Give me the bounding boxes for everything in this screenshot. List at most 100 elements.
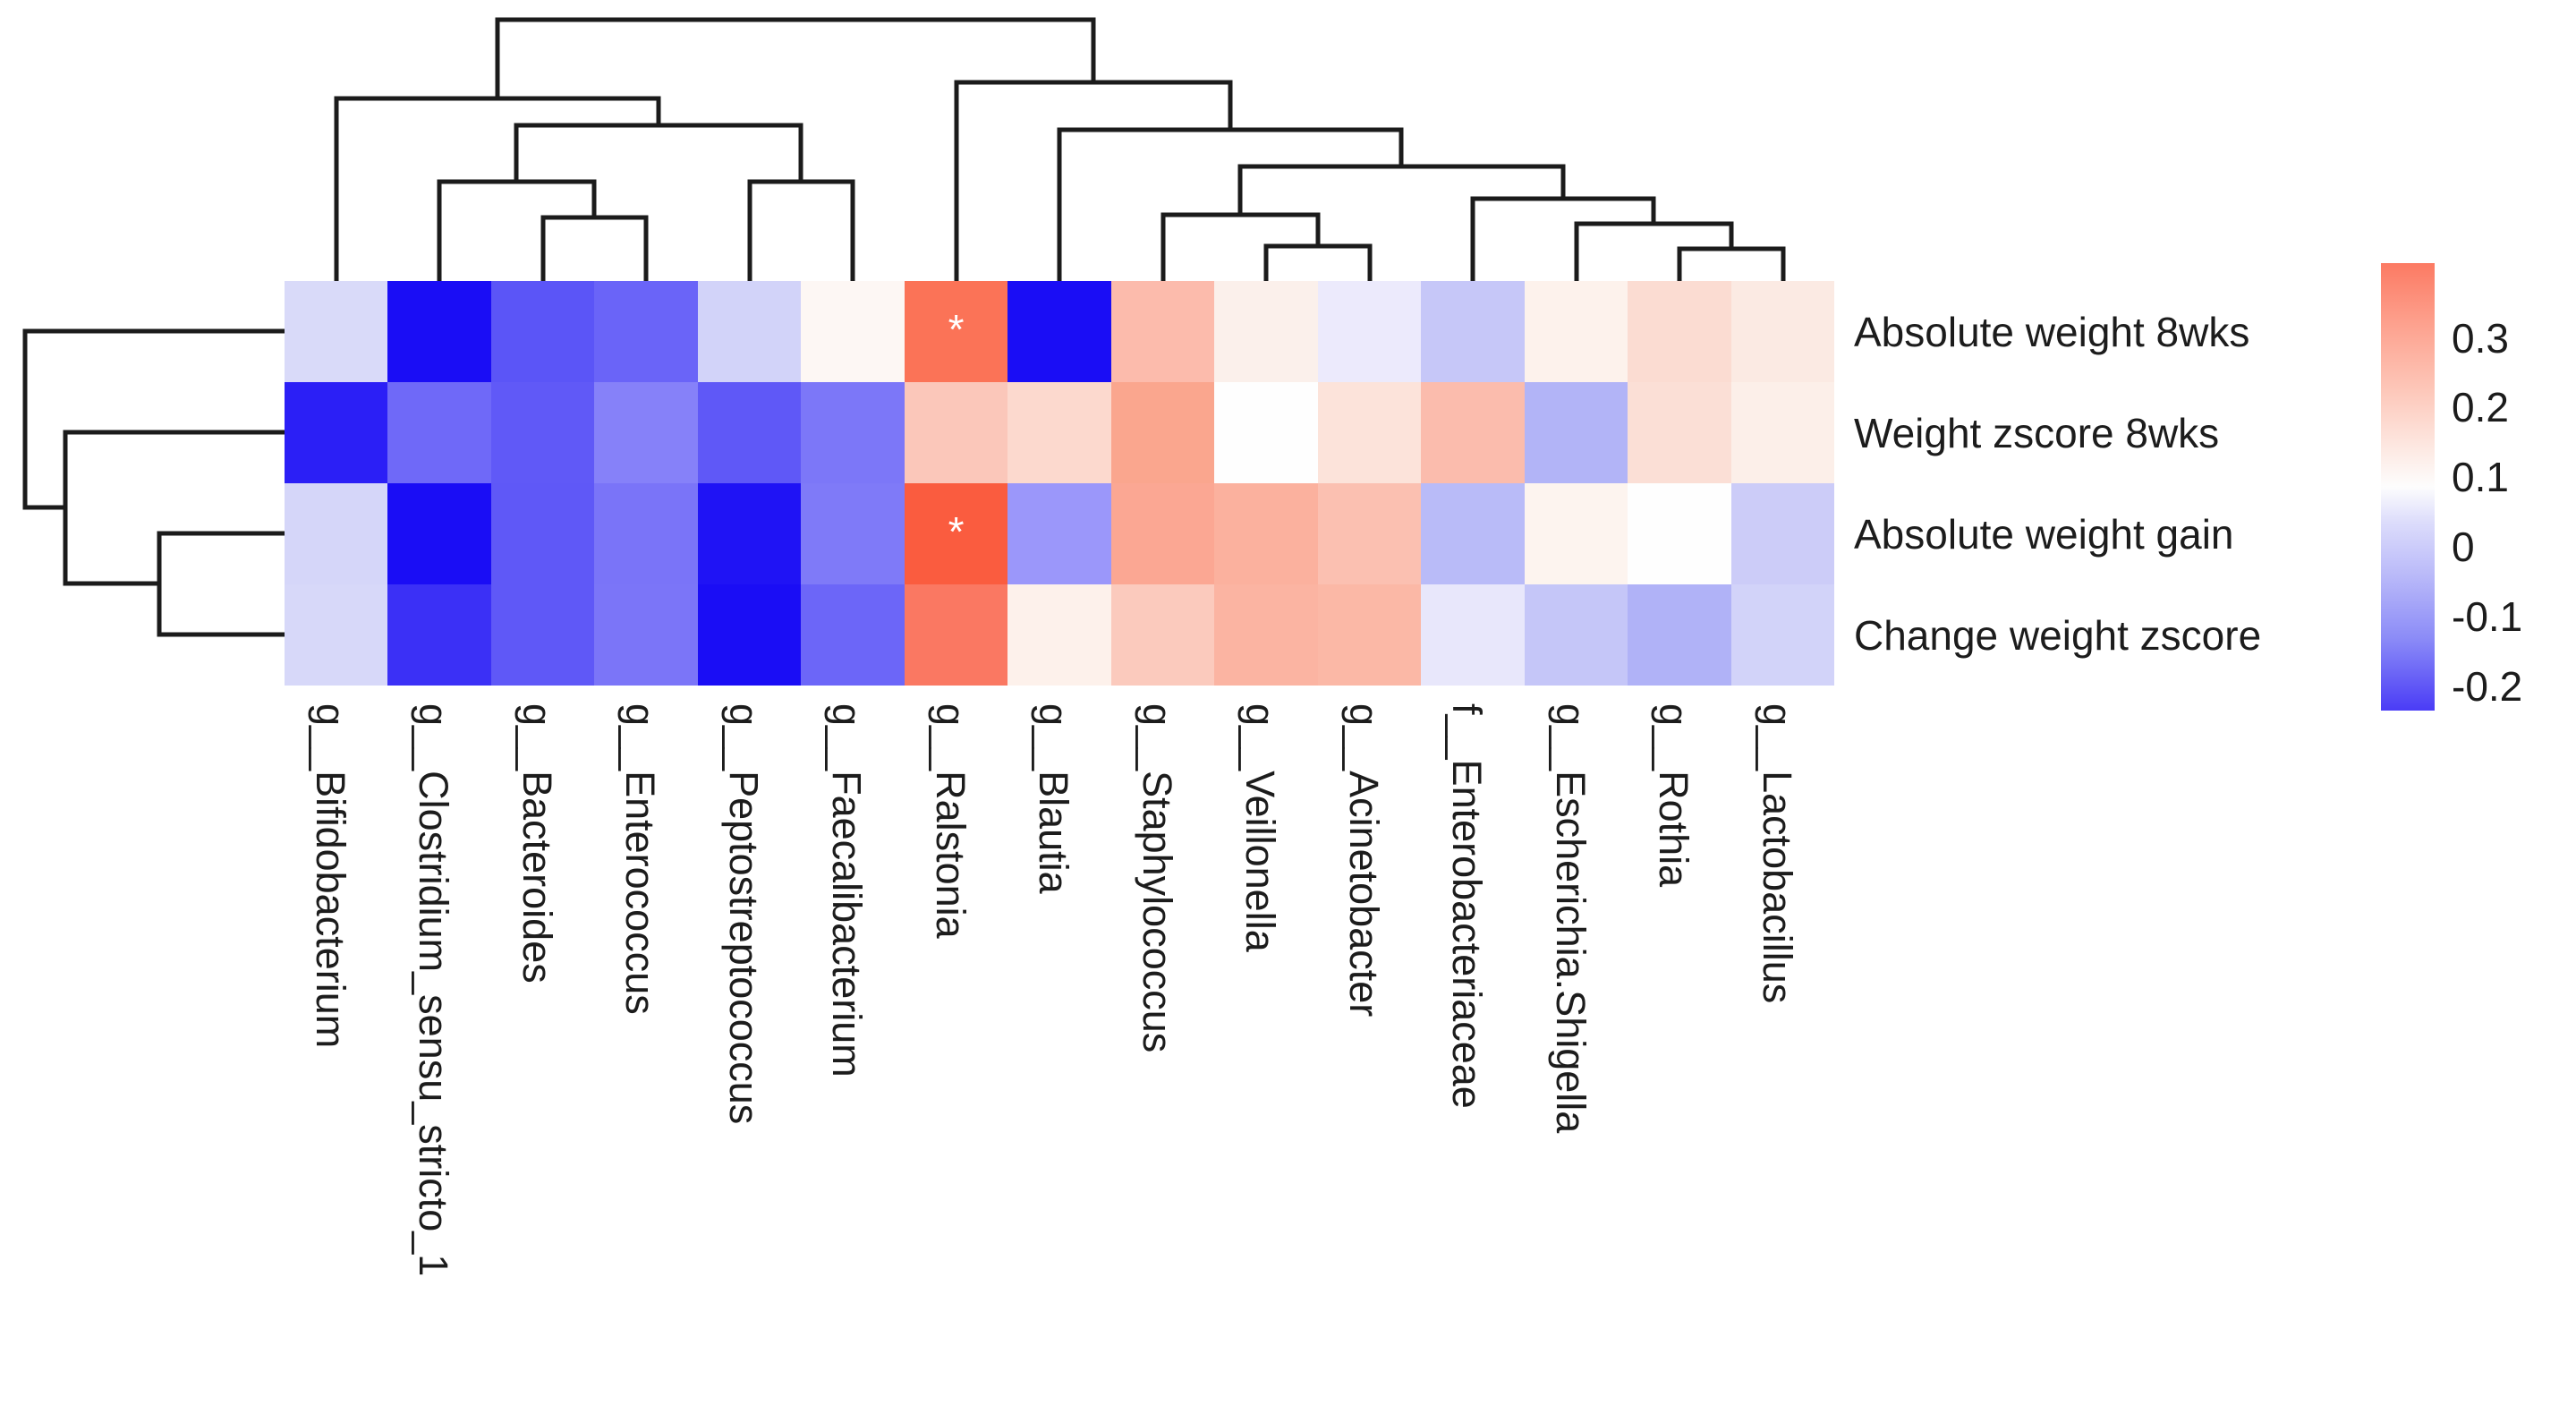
row-label-weight-zscore-8wks: Weight zscore 8wks — [1854, 410, 2220, 456]
heatmap-cell[interactable] — [1317, 483, 1422, 584]
heatmap-cell[interactable] — [1421, 382, 1525, 483]
heatmap-cell[interactable] — [1007, 281, 1111, 382]
significance-asterisk: * — [948, 306, 965, 354]
heatmap-cell[interactable] — [1628, 281, 1731, 382]
column-label-clostridium-sensu-stricto-1: g__Clostridium_sensu_stricto_1 — [411, 703, 456, 1277]
heatmap-cell[interactable] — [1110, 382, 1215, 483]
column-label-rothia: g__Rothia — [1651, 703, 1696, 888]
heatmap-cell[interactable] — [1730, 382, 1835, 483]
column-label-bacteroides: g__Bacteroides — [514, 703, 560, 984]
row-dendrogram — [22, 328, 287, 637]
heatmap-cell[interactable] — [1214, 584, 1318, 686]
colorbar-tick-label: -0.1 — [2452, 593, 2523, 640]
colorbar-tick-label: 0.2 — [2452, 384, 2509, 430]
heatmap-cell[interactable] — [594, 281, 698, 382]
row-label-absolute-weight-8wks: Absolute weight 8wks — [1854, 309, 2250, 355]
heatmap-cell[interactable] — [1214, 382, 1318, 483]
column-label-blautia: g__Blautia — [1031, 703, 1076, 894]
heatmap-cell[interactable] — [387, 483, 491, 584]
heatmap-grid: * — [285, 281, 1835, 686]
column-tick — [644, 261, 648, 281]
heatmap-cell[interactable] — [1628, 483, 1731, 584]
heatmap-cell[interactable] — [904, 584, 1008, 686]
heatmap-row — [285, 382, 1835, 483]
heatmap-cell[interactable] — [285, 281, 388, 382]
heatmap-cell[interactable] — [1110, 483, 1215, 584]
heatmap-cell[interactable] — [1524, 483, 1628, 584]
heatmap-cell[interactable]: * — [904, 281, 1008, 382]
heatmap-cell[interactable] — [1214, 281, 1318, 382]
heatmap-cell[interactable] — [1421, 281, 1525, 382]
heatmap-cell[interactable] — [697, 382, 802, 483]
heatmap-cell[interactable] — [490, 382, 595, 483]
heatmap-cell[interactable] — [1421, 584, 1525, 686]
heatmap-cell[interactable] — [1007, 382, 1111, 483]
heatmap-cell[interactable] — [387, 281, 491, 382]
heatmap-cell[interactable] — [1730, 281, 1835, 382]
heatmap-cell[interactable] — [1007, 584, 1111, 686]
column-tick — [748, 261, 752, 281]
heatmap-cell[interactable] — [285, 483, 388, 584]
heatmap-cell[interactable] — [697, 281, 802, 382]
heatmap-cell[interactable] — [387, 584, 491, 686]
column-label-escherichia-shigella: g__Escherichia.Shigella — [1548, 703, 1594, 1134]
column-tick — [851, 261, 854, 281]
heatmap-cell[interactable] — [387, 382, 491, 483]
heatmap-cell[interactable] — [490, 483, 595, 584]
heatmap-cell[interactable] — [1317, 382, 1422, 483]
heatmap-cell[interactable]: * — [904, 483, 1008, 584]
heatmap-cell[interactable] — [490, 281, 595, 382]
column-tick — [1264, 261, 1268, 281]
column-label-ralstonia: g__Ralstonia — [928, 703, 973, 939]
heatmap-cell[interactable] — [1524, 281, 1628, 382]
column-tick — [1678, 261, 1681, 281]
column-dendrogram — [334, 17, 1786, 283]
column-label-enterobacteriaceae: f__Enterobacteriaceae — [1444, 703, 1490, 1109]
heatmap-cell[interactable] — [1524, 382, 1628, 483]
heatmap-row — [285, 584, 1835, 686]
column-tick — [955, 261, 958, 281]
heatmap-cell[interactable] — [1421, 483, 1525, 584]
heatmap-cell[interactable] — [801, 382, 905, 483]
heatmap-cell[interactable] — [490, 584, 595, 686]
column-label-enterococcus: g__Enterococcus — [617, 703, 663, 1015]
heatmap-cell[interactable] — [904, 382, 1008, 483]
heatmap-cell[interactable] — [801, 483, 905, 584]
column-tick — [1471, 261, 1475, 281]
heatmap-cell[interactable] — [1628, 584, 1731, 686]
heatmap-cell[interactable] — [1628, 382, 1731, 483]
heatmap-cell[interactable] — [1730, 584, 1835, 686]
heatmap-cell[interactable] — [1214, 483, 1318, 584]
heatmap-cell[interactable] — [1110, 584, 1215, 686]
heatmap-row: * — [285, 483, 1835, 584]
heatmap-row: * — [285, 281, 1835, 382]
heatmap-cell[interactable] — [697, 584, 802, 686]
colorbar-gradient — [2381, 263, 2435, 711]
heatmap-cell[interactable] — [285, 584, 388, 686]
row-label-change-weight-zscore: Change weight zscore — [1854, 612, 2262, 659]
column-tick — [335, 261, 338, 281]
heatmap-cell[interactable] — [1110, 281, 1215, 382]
column-tick — [1058, 261, 1061, 281]
row-tick — [265, 329, 285, 333]
heatmap-cell[interactable] — [1730, 483, 1835, 584]
colorbar-tick-label: 0.3 — [2452, 315, 2509, 362]
row-tick — [265, 532, 285, 535]
heatmap-cell[interactable] — [594, 584, 698, 686]
heatmap-cell[interactable] — [1007, 483, 1111, 584]
heatmap-cell[interactable] — [1524, 584, 1628, 686]
heatmap-cell[interactable] — [801, 584, 905, 686]
heatmap-cell[interactable] — [594, 382, 698, 483]
heatmap-cell[interactable] — [594, 483, 698, 584]
heatmap-cell[interactable] — [285, 382, 388, 483]
column-tick — [1161, 261, 1165, 281]
heatmap-cell[interactable] — [1317, 281, 1422, 382]
column-label-acinetobacter: g__Acinetobacter — [1341, 703, 1387, 1018]
heatmap-cell[interactable] — [801, 281, 905, 382]
heatmap-cell[interactable] — [697, 483, 802, 584]
colorbar-tick-label: 0 — [2452, 524, 2475, 570]
column-tick — [438, 261, 441, 281]
row-label-absolute-weight-gain: Absolute weight gain — [1854, 511, 2234, 558]
heatmap-cell[interactable] — [1317, 584, 1422, 686]
